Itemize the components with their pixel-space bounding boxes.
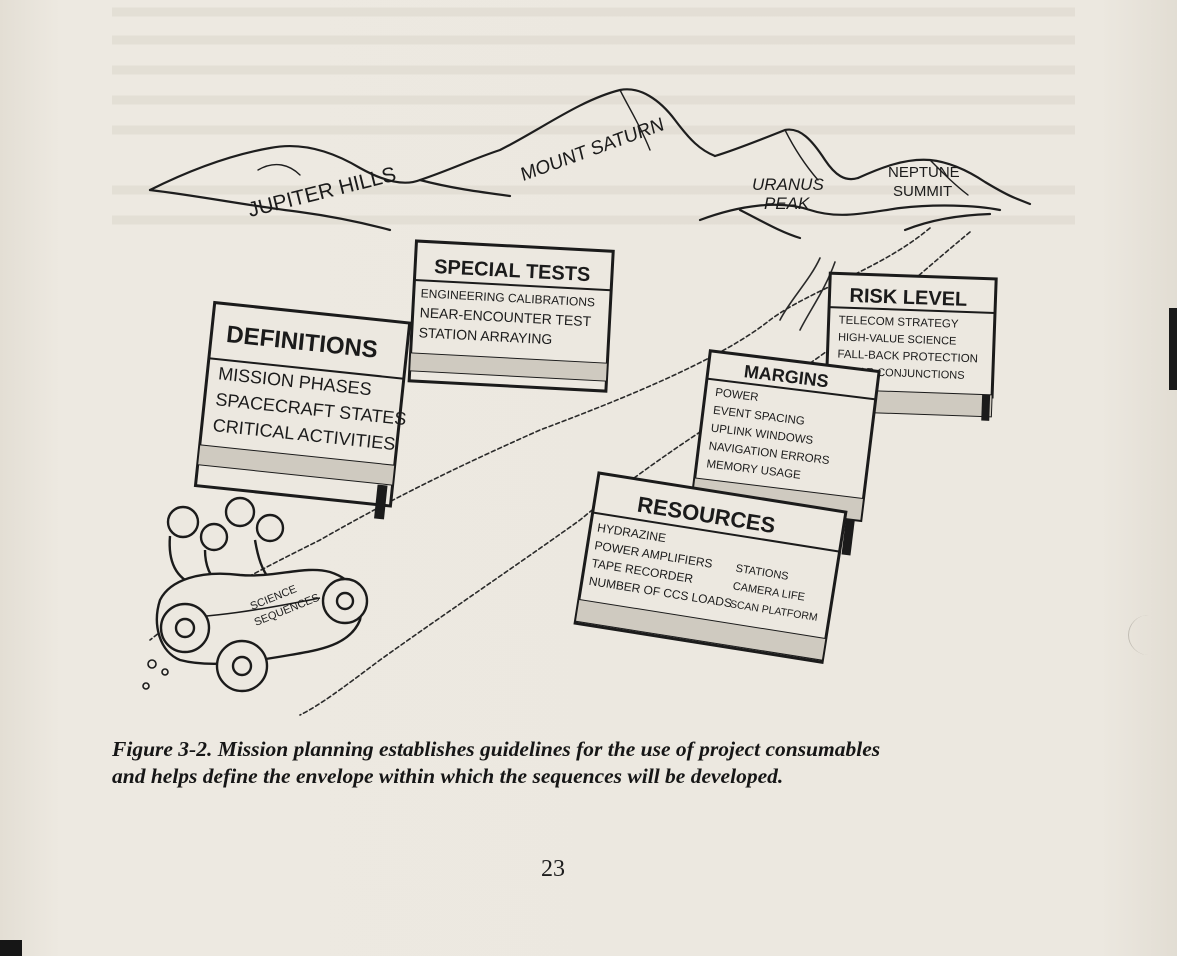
sign-risk-level-item: TELECOM STRATEGY <box>838 315 959 331</box>
science-sequences-car: SCIENCE SEQUENCES <box>142 496 369 693</box>
bleed-through-text <box>112 7 1075 225</box>
peak-label-summit: SUMMIT <box>893 183 952 200</box>
page-corner-mark <box>0 940 22 956</box>
sign-margins: MARGINS POWER EVENT SPACING UPLINK WINDO… <box>690 349 881 556</box>
sign-definitions: DEFINITIONS MISSION PHASES SPACECRAFT ST… <box>193 300 412 520</box>
peak-label-peak: PEAK <box>764 194 810 213</box>
paper-smudge <box>1128 615 1169 655</box>
sign-margins-item: POWER <box>715 387 760 404</box>
peak-label-neptune: NEPTUNE <box>888 164 960 181</box>
sign-special-tests: SPECIAL TESTS ENGINEERING CALIBRATIONS N… <box>407 239 615 393</box>
figure-caption-line-1: Figure 3-2. Mission planning establishes… <box>112 737 881 761</box>
mission-planning-illustration: JUPITER HILLS MOUNT SATURN URANUS PEAK N… <box>112 7 1075 716</box>
sign-risk-level-item: HIGH-VALUE SCIENCE <box>838 331 957 347</box>
sign-resources: RESOURCES HYDRAZINE POWER AMPLIFIERS TAP… <box>573 471 848 664</box>
sign-special-tests-item: STATION ARRAYING <box>418 324 552 347</box>
sign-risk-level-item: FALL-BACK PROTECTION <box>837 348 978 365</box>
figure-caption-line-2: and helps define the envelope within whi… <box>112 764 784 788</box>
mountain-range <box>148 88 1032 240</box>
figure-caption: Figure 3-2. Mission planning establishes… <box>112 736 1072 790</box>
peak-label-uranus: URANUS <box>752 175 824 194</box>
sign-risk-level: RISK LEVEL TELECOM STRATEGY HIGH-VALUE S… <box>824 271 998 421</box>
peak-label-mount-saturn: MOUNT SATURN <box>519 114 666 186</box>
page-edge-tab <box>1169 308 1177 390</box>
page-number: 23 <box>541 856 565 882</box>
sign-risk-level-title: RISK LEVEL <box>849 285 967 311</box>
